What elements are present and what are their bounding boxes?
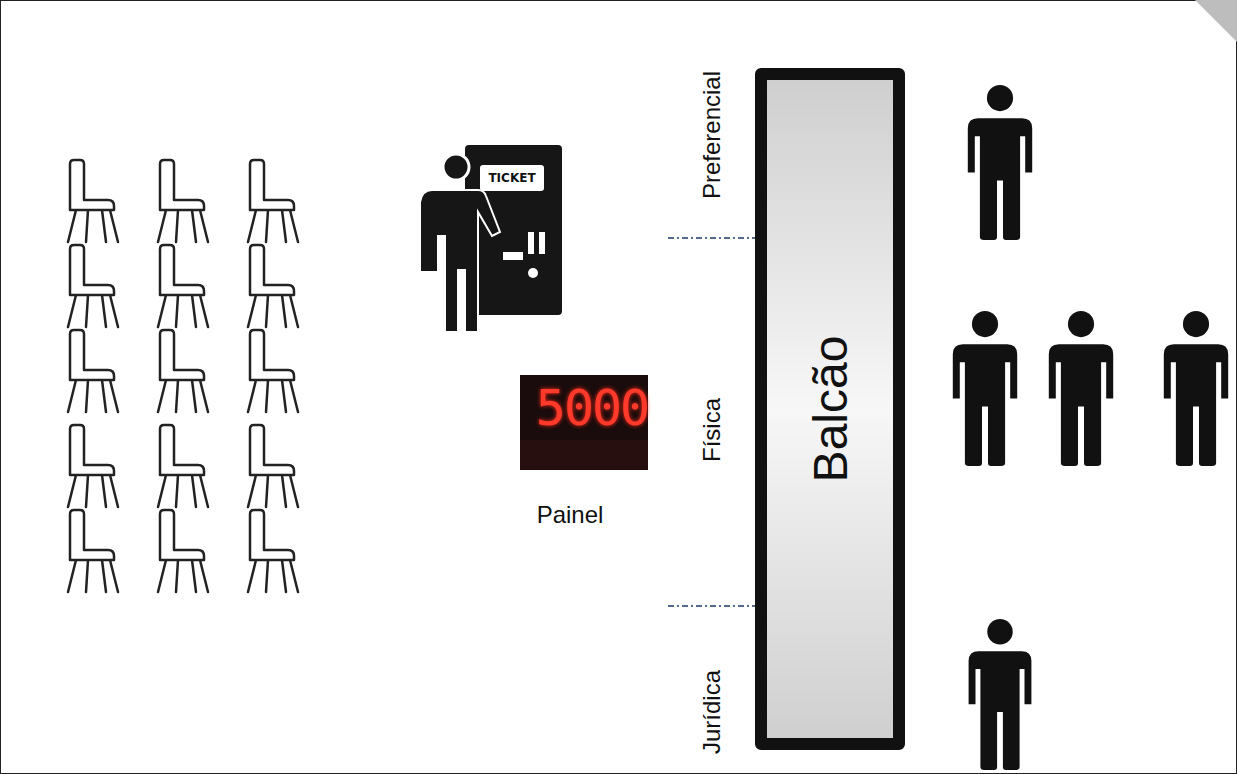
person-icon xyxy=(968,85,1032,240)
ticket-machine xyxy=(420,145,562,332)
chair-icon xyxy=(68,330,118,412)
panel-digits: 5000 xyxy=(536,379,648,437)
counter-label: Balcão xyxy=(803,336,858,483)
chair-icon xyxy=(68,245,118,327)
panel-label: Painel xyxy=(537,501,604,529)
chair-icon xyxy=(248,425,298,507)
person-icon xyxy=(969,619,1032,770)
person-icon xyxy=(1164,311,1228,466)
people xyxy=(953,85,1228,770)
chair-icon xyxy=(158,160,208,242)
zone-label: Física xyxy=(698,398,726,462)
chair-icon xyxy=(248,245,298,327)
counter-box: Balcão xyxy=(755,68,905,750)
ticket-text: TICKET xyxy=(488,171,535,185)
chair-icon xyxy=(68,510,118,592)
led-panel xyxy=(520,375,648,470)
chair-icon xyxy=(68,425,118,507)
chairs xyxy=(68,160,298,592)
person-icon xyxy=(953,311,1017,466)
zone-label: Jurídica xyxy=(698,670,726,754)
chair-icon xyxy=(158,510,208,592)
chair-icon xyxy=(158,330,208,412)
chair-icon xyxy=(248,330,298,412)
chair-icon xyxy=(158,425,208,507)
chair-icon xyxy=(248,510,298,592)
chair-icon xyxy=(68,160,118,242)
chair-icon xyxy=(248,160,298,242)
chair-icon xyxy=(158,245,208,327)
zone-label: Preferencial xyxy=(698,71,726,199)
person-icon xyxy=(1049,311,1113,466)
page-fold xyxy=(1195,0,1237,42)
